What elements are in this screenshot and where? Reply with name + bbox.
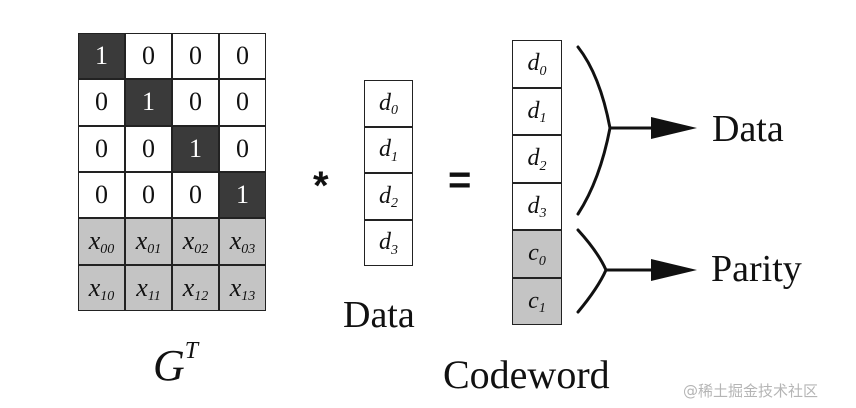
matrix-cell: 0 [172,79,219,126]
equals-operator: = [448,158,472,202]
matrix-cell: 0 [125,125,172,172]
codeword-label: Codeword [443,352,610,397]
multiply-operator: * [313,164,329,208]
output-parity-label: Parity [711,248,802,290]
matrix-cell: 1 [219,171,266,219]
matrix-cell: 0 [125,171,172,219]
output-data-label: Data [712,108,784,150]
parity-arrow-head [651,259,697,281]
data-bracket [576,45,612,216]
matrix-cell: 0 [219,79,266,126]
matrix-cell: 1 [172,125,219,172]
matrix-cell: 0 [78,125,125,172]
watermark: @稀土掘金技术社区 [683,382,819,400]
matrix-cell: 1 [78,33,125,80]
matrix-cell: 0 [219,33,266,80]
matrix-label: GT [153,338,199,390]
matrix-cell: 0 [125,33,172,80]
data-vector-label: Data [343,294,415,336]
matrix-cell: 0 [78,171,125,219]
matrix-cell: 0 [219,125,266,172]
matrix-cell: 0 [78,79,125,126]
data-arrow-head [651,117,697,139]
matrix-cell: 1 [125,79,172,126]
matrix-cell: 0 [172,33,219,80]
matrix-cell: 0 [172,171,219,219]
parity-bracket [576,228,608,314]
